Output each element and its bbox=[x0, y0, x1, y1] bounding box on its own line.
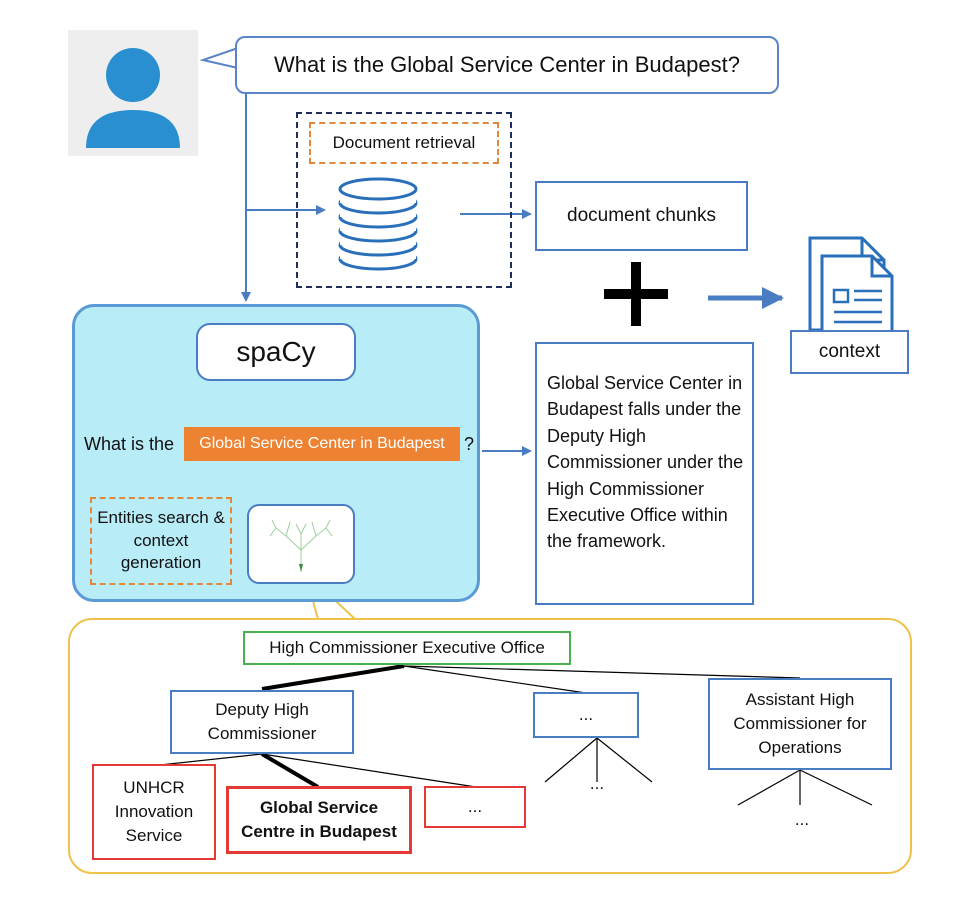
edge-assistant-left bbox=[737, 769, 801, 806]
node-deputy-high-commissioner: Deputy High Commissioner bbox=[170, 690, 354, 754]
edge-root-assistant bbox=[403, 665, 801, 679]
user-avatar bbox=[68, 30, 198, 156]
plus-sign bbox=[604, 262, 668, 326]
edge-deputy-red-dots bbox=[261, 753, 477, 788]
answer-text: Global Service Center in Budapest falls … bbox=[547, 373, 744, 552]
question-suffix: ? bbox=[464, 434, 475, 454]
question-prefix: What is the bbox=[84, 434, 175, 454]
node-red-placeholder: ... bbox=[424, 786, 526, 828]
tree-icon bbox=[269, 519, 333, 572]
question-text: What is the Global Service Center in Bud… bbox=[274, 52, 740, 77]
document-retrieval-label: Document retrieval bbox=[309, 122, 499, 164]
answer-box: Global Service Center in Budapest falls … bbox=[535, 342, 754, 605]
assistant-children-dots: ... bbox=[794, 810, 810, 829]
edge-middle-right bbox=[596, 737, 653, 783]
edge-root-deputy bbox=[261, 664, 405, 691]
document-chunks-box: document chunks bbox=[535, 181, 748, 251]
tree-box bbox=[247, 504, 355, 584]
node-unhcr-innovation-service: UNHCR Innovation Service bbox=[92, 764, 216, 860]
question-bubble: What is the Global Service Center in Bud… bbox=[235, 36, 779, 94]
middle-children-dots: ... bbox=[589, 774, 605, 793]
node-middle-placeholder: ... bbox=[533, 692, 639, 738]
user-icon bbox=[86, 48, 180, 148]
edge-assistant-right bbox=[799, 769, 873, 806]
entities-search-label: Entities search & context generation bbox=[90, 497, 232, 585]
edge-root-middle bbox=[403, 665, 587, 694]
database-icon bbox=[338, 177, 418, 271]
context-box: context bbox=[790, 330, 909, 374]
edge-deputy-unhcr bbox=[159, 753, 263, 766]
edge-middle-left bbox=[544, 737, 598, 783]
node-global-service-centre: Global Service Centre in Budapest bbox=[226, 786, 412, 854]
retrieval-area bbox=[296, 112, 512, 288]
entity-highlight: Global Service Center in Budapest bbox=[184, 427, 460, 461]
context-document-icon bbox=[808, 236, 894, 334]
node-assistant-high-commissioner: Assistant High Commissioner for Operatio… bbox=[708, 678, 892, 770]
edge-deputy-gsc bbox=[260, 752, 320, 789]
spacy-box: spaCy bbox=[196, 323, 356, 381]
org-chart-panel bbox=[68, 618, 912, 874]
node-high-commissioner-executive-office: High Commissioner Executive Office bbox=[243, 631, 571, 665]
